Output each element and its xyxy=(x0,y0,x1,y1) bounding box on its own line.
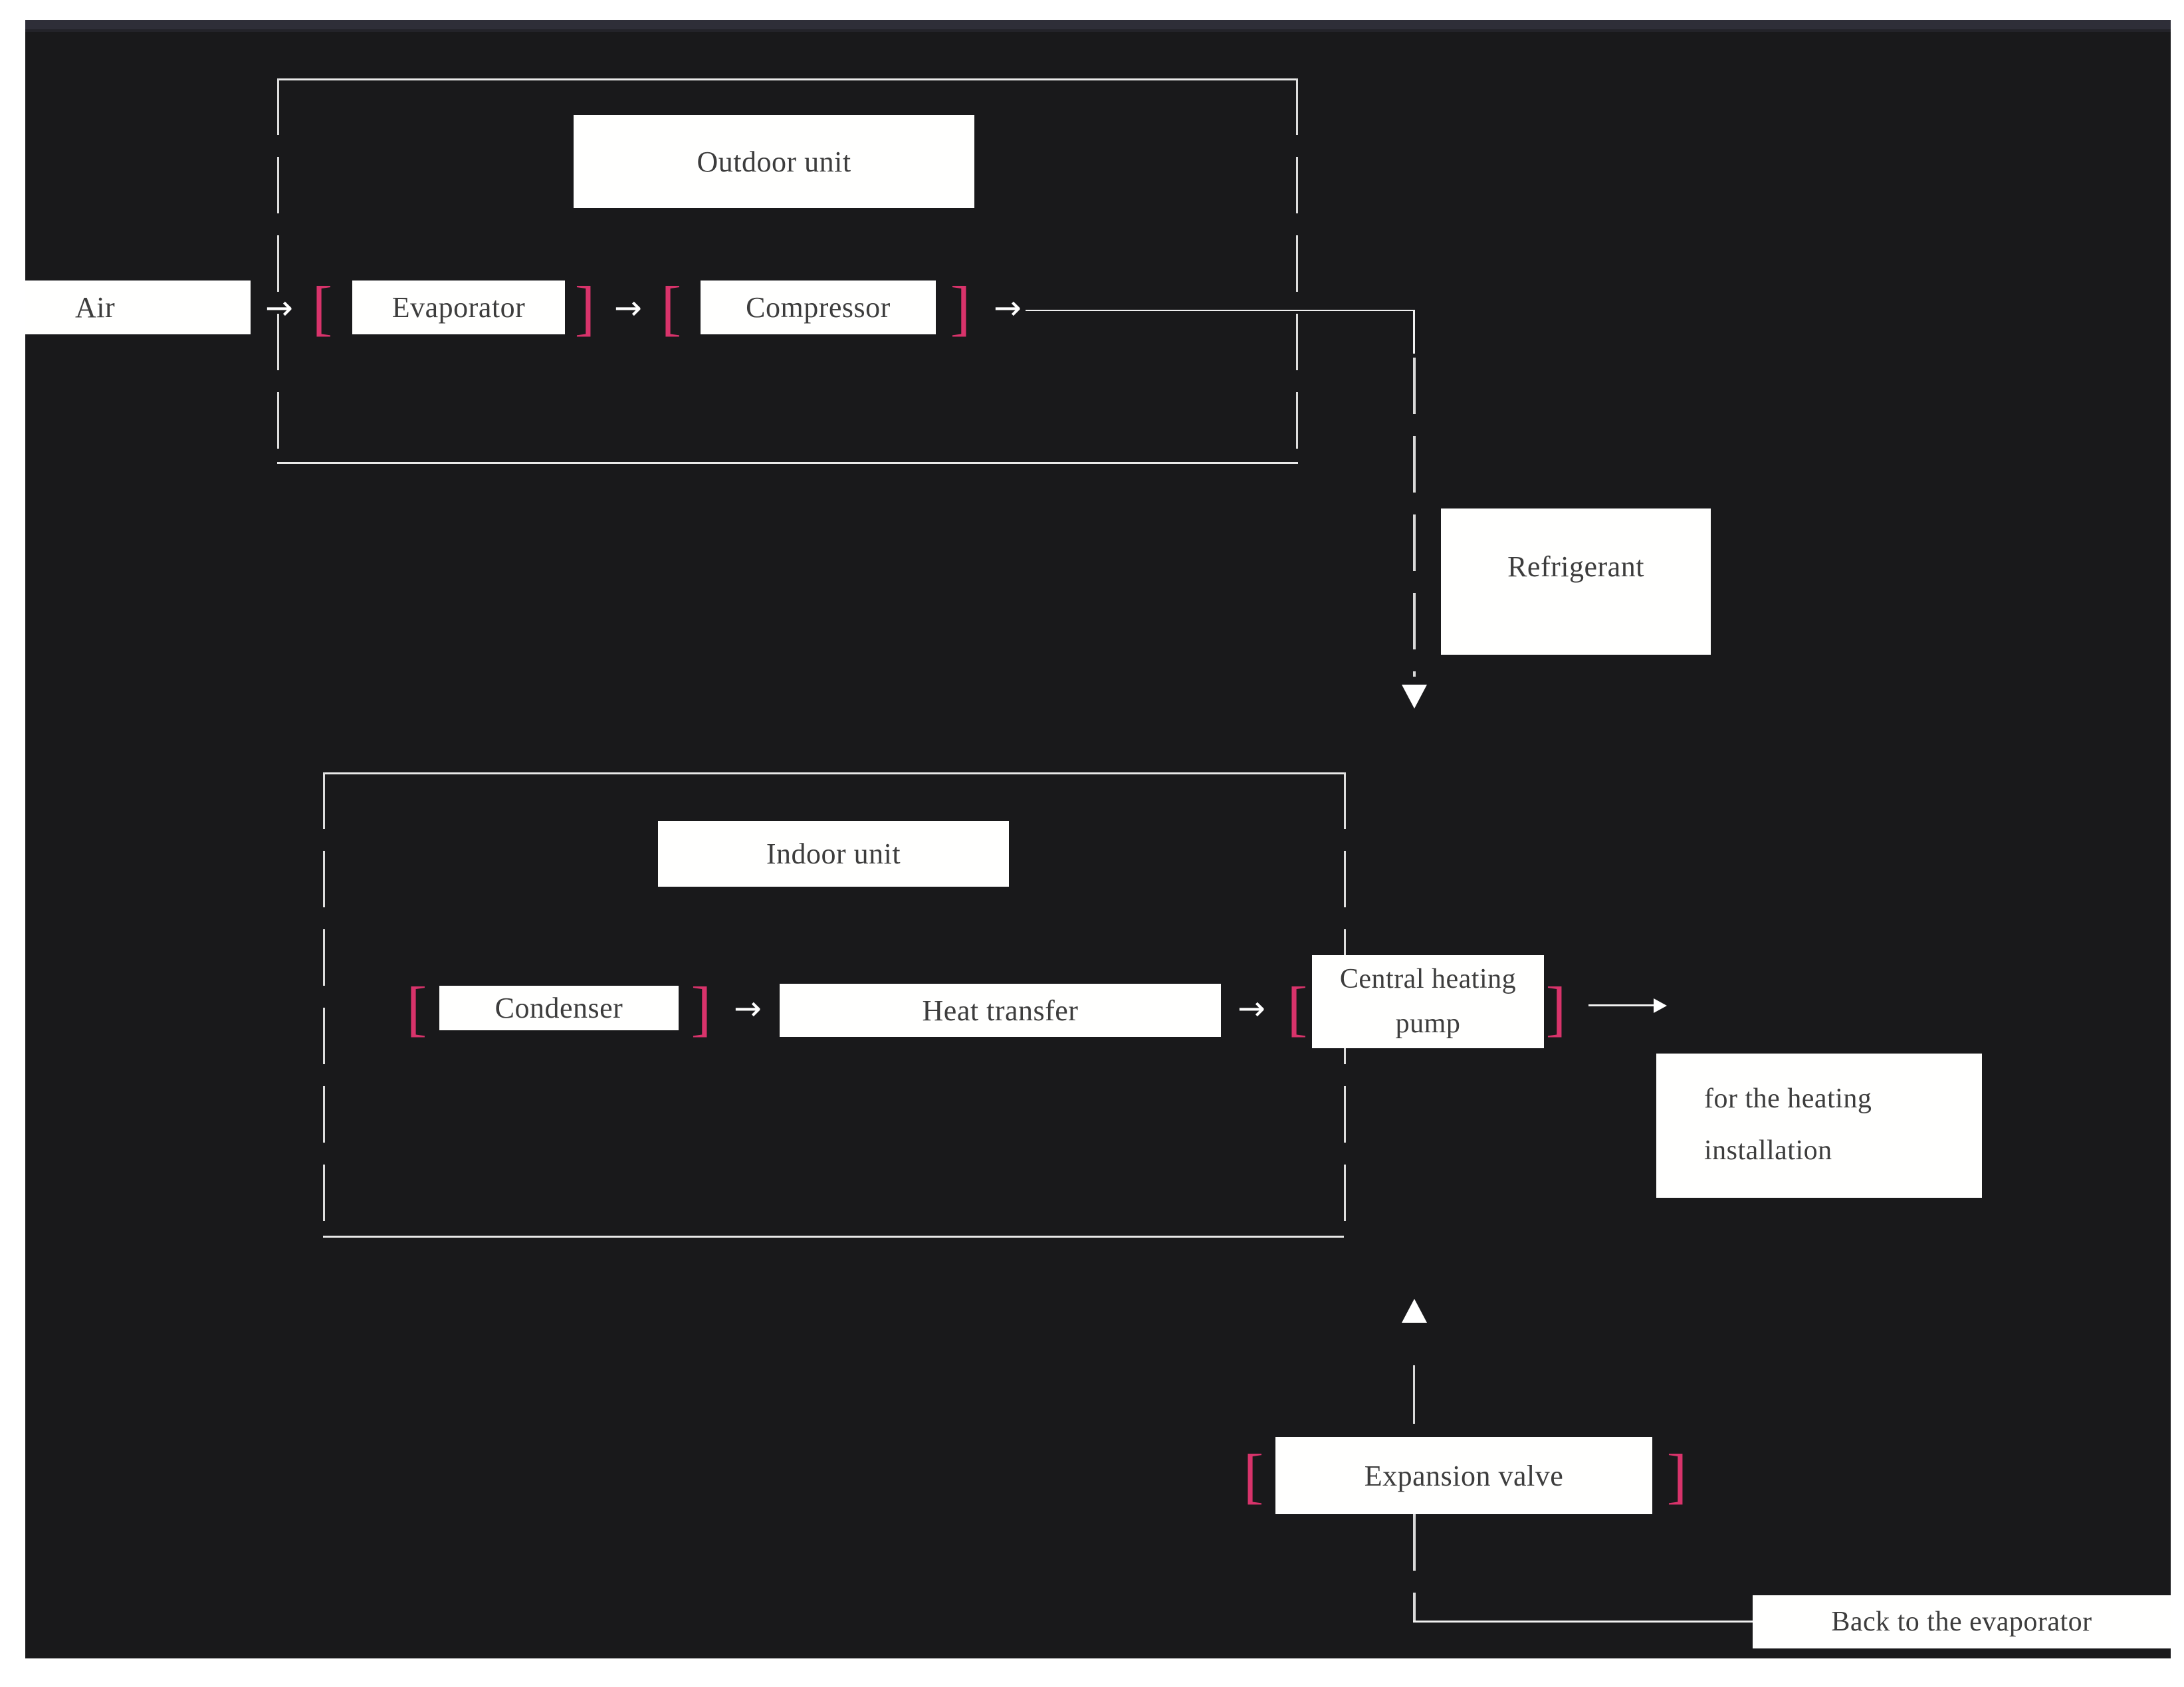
heat-transfer-box: Heat transfer xyxy=(780,984,1221,1037)
indoor-border-top xyxy=(323,772,1344,774)
for-heating-installation-box: for the heating installation xyxy=(1656,1054,1982,1198)
indoor-border-left xyxy=(323,772,325,1238)
condenser-to-heat-transfer-arrow-icon: → xyxy=(734,989,762,1028)
indoor-unit-title: Indoor unit xyxy=(766,838,901,870)
for-heating-line2: installation xyxy=(1704,1135,1832,1166)
bracket-close-compressor: ] xyxy=(950,274,971,342)
evaporator-label: Evaporator xyxy=(391,291,526,324)
refrigerant-arrowhead-down xyxy=(1402,685,1427,709)
bracket-close-central-heating-pump: ] xyxy=(1545,974,1567,1042)
compressor-out-arrow-icon: → xyxy=(994,288,1022,327)
condenser-box: Condenser xyxy=(439,986,679,1030)
compressor-label: Compressor xyxy=(746,291,891,324)
outdoor-border-top xyxy=(277,78,1298,80)
compressor-box: Compressor xyxy=(701,281,936,334)
condenser-label: Condenser xyxy=(494,992,623,1024)
refrigerant-box: Refrigerant xyxy=(1441,508,1711,655)
air-box: Air xyxy=(25,281,251,334)
bracket-open-condenser: [ xyxy=(406,974,427,1042)
heat-transfer-to-pump-arrow-icon: → xyxy=(1238,989,1265,1028)
compressor-out-line-horizontal xyxy=(1026,310,1414,311)
compressor-out-line-corner xyxy=(1413,310,1415,354)
expansion-valve-box: Expansion valve xyxy=(1275,1437,1652,1514)
outdoor-border-right xyxy=(1296,78,1298,464)
indoor-border-bottom xyxy=(323,1236,1344,1238)
expansion-to-pump-arrowhead-up xyxy=(1402,1299,1427,1323)
diagram-canvas: Outdoor unit Air → [ Evaporator ] → [ Co… xyxy=(25,20,2171,1658)
indoor-unit-title-box: Indoor unit xyxy=(658,821,1009,887)
bracket-open-compressor: [ xyxy=(661,274,682,342)
back-to-evaporator-line xyxy=(1413,1621,1753,1623)
air-label: Air xyxy=(75,291,116,324)
expansion-valve-label: Expansion valve xyxy=(1364,1459,1564,1492)
refrigerant-dashed-line xyxy=(1413,358,1416,677)
central-heating-pump-box: Central heating pump xyxy=(1312,955,1544,1048)
pump-out-arrowhead xyxy=(1654,998,1667,1013)
bracket-close-expansion-valve: ] xyxy=(1666,1442,1688,1510)
heat-transfer-label: Heat transfer xyxy=(922,994,1079,1027)
outdoor-unit-title-box: Outdoor unit xyxy=(574,115,974,208)
outdoor-unit-title: Outdoor unit xyxy=(697,145,851,178)
bracket-open-expansion-valve: [ xyxy=(1243,1442,1264,1510)
outdoor-border-left xyxy=(277,78,279,464)
back-to-evaporator-label: Back to the evaporator xyxy=(1831,1607,2092,1637)
refrigerant-label: Refrigerant xyxy=(1507,550,1644,583)
air-to-evaporator-arrow-icon: → xyxy=(265,288,293,327)
bracket-open-central-heating-pump: [ xyxy=(1287,974,1308,1042)
for-heating-line1: for the heating xyxy=(1704,1083,1872,1114)
bracket-open-evaporator: [ xyxy=(312,274,333,342)
central-heating-pump-line1: Central heating xyxy=(1339,963,1517,994)
back-to-evaporator-box: Back to the evaporator xyxy=(1753,1595,2171,1648)
bracket-close-condenser: ] xyxy=(691,974,712,1042)
expansion-down-dashed-line xyxy=(1413,1514,1416,1622)
expansion-up-line xyxy=(1413,1365,1415,1424)
pump-out-arrow-line xyxy=(1588,1004,1655,1006)
outdoor-border-bottom xyxy=(277,462,1298,464)
bracket-close-evaporator: ] xyxy=(574,274,596,342)
evaporator-to-compressor-arrow-icon: → xyxy=(614,288,642,327)
top-strip xyxy=(25,20,2171,32)
central-heating-pump-line2: pump xyxy=(1395,1008,1461,1039)
evaporator-box: Evaporator xyxy=(352,281,565,334)
